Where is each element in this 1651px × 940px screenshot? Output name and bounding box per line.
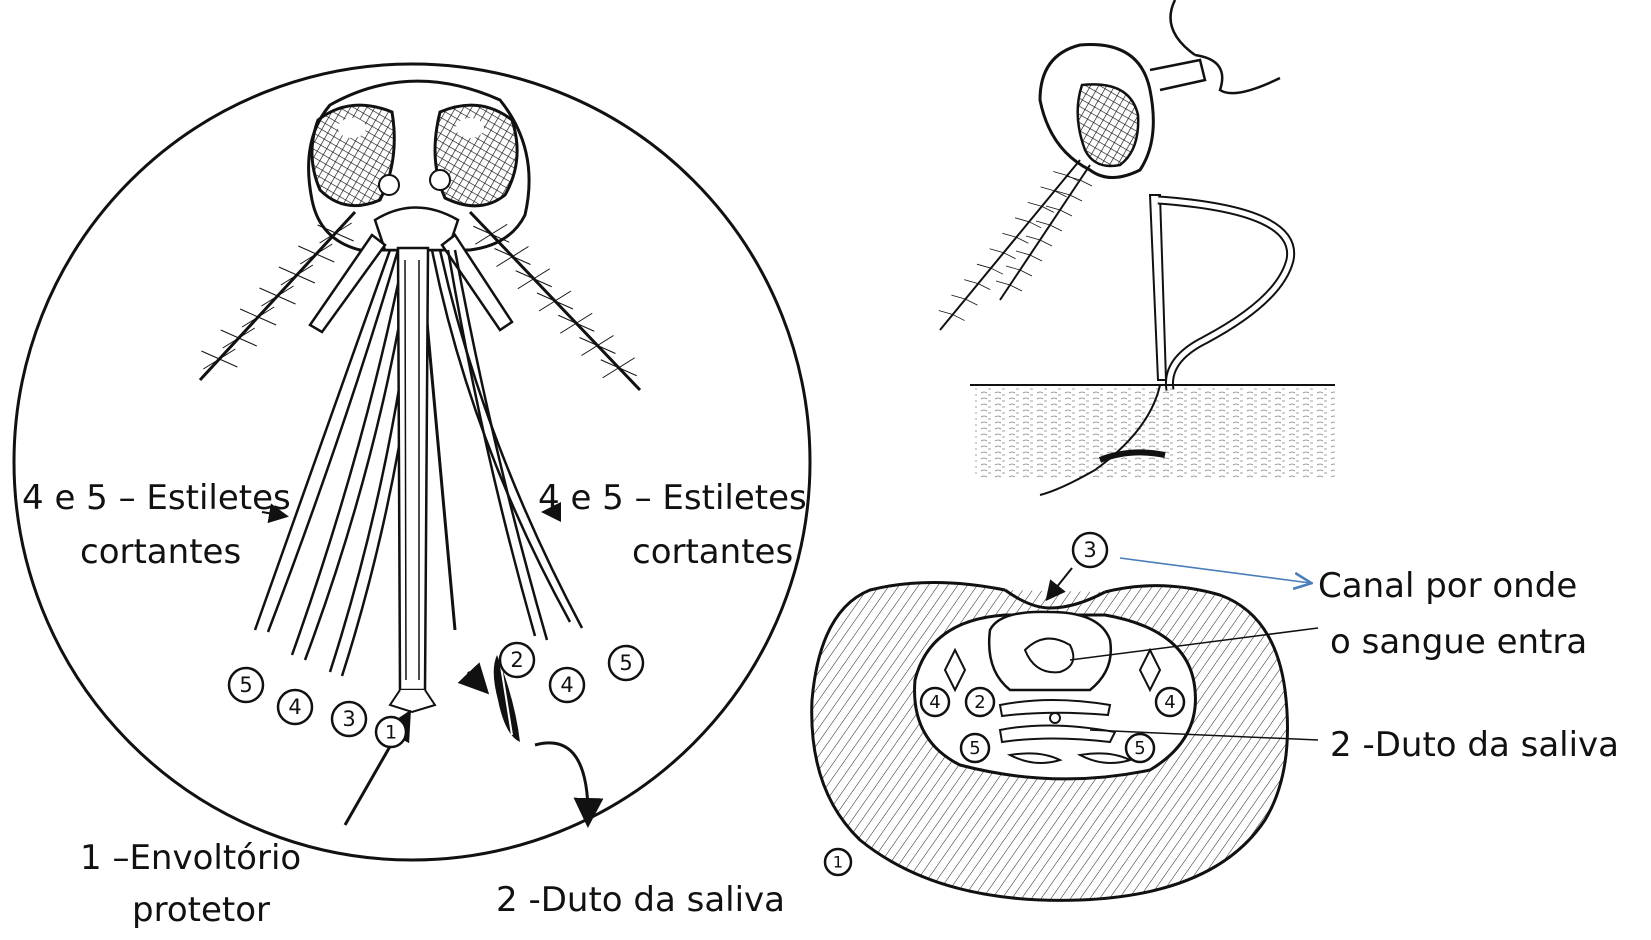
channel-pointer-arrow [1120, 558, 1310, 583]
sheath-label-line2: protetor [132, 890, 270, 930]
channel-label-line1: Canal por onde [1318, 566, 1577, 606]
marker-2-left: 2 [500, 643, 534, 677]
sheath-drawing [398, 248, 428, 690]
saliva-duct-label-right: 2 -Duto da saliva [1330, 725, 1619, 765]
marker-3-left-number: 3 [342, 707, 355, 731]
stylets-label-right-line1: 4 e 5 – Estiletes [538, 478, 807, 518]
marker-3-left: 3 [332, 702, 366, 736]
marker-5-right-outer-number: 5 [619, 651, 632, 675]
saliva-duct-label-bottom: 2 -Duto da saliva [496, 880, 785, 920]
marker-2-section-number: 2 [974, 692, 985, 713]
marker-4-left: 4 [278, 690, 312, 724]
marker-5-right-outer: 5 [609, 646, 643, 680]
stylets-label-left-line2: cortantes [80, 532, 241, 572]
stylets-label-left-line1: 4 e 5 – Estiletes [22, 478, 291, 518]
marker-3-section-number: 3 [1083, 538, 1096, 562]
marker-4-section-left: 4 [921, 688, 949, 716]
marker-5-section-left-number: 5 [969, 738, 980, 759]
marker-1-left: 1 [376, 717, 406, 747]
marker-4-section-right-number: 4 [1164, 692, 1175, 713]
marker-2-left-number: 2 [510, 648, 523, 672]
marker-3-section: 3 [1073, 533, 1107, 567]
stylets-label-right-line2: cortantes [632, 532, 793, 572]
marker-4-section-right: 4 [1156, 688, 1184, 716]
marker-4-left-number: 4 [288, 695, 301, 719]
mosquito-head-figure: 5 4 3 1 2 4 5 [14, 64, 810, 860]
marker-5-section-right: 5 [1126, 734, 1154, 762]
marker-5-section-right-number: 5 [1134, 738, 1145, 759]
marker-4-section-left-number: 4 [929, 692, 940, 713]
channel-label-line2: o sangue entra [1330, 622, 1587, 662]
marker-5-left-outer-number: 5 [239, 673, 252, 697]
marker-1-section-number: 1 [833, 852, 843, 871]
marker-4-right: 4 [550, 668, 584, 702]
marker-1-left-number: 1 [385, 721, 397, 743]
mosquito-biting-figure [939, 0, 1335, 495]
marker-2-section: 2 [966, 688, 994, 716]
marker-4-right-number: 4 [560, 673, 573, 697]
marker-1-section: 1 [825, 849, 851, 875]
marker-5-left-outer: 5 [229, 668, 263, 702]
sheath-label-line1: 1 –Envoltório [80, 838, 301, 878]
marker-5-section-left: 5 [961, 734, 989, 762]
proboscis-cross-section: 3 4 2 4 5 5 1 [812, 533, 1318, 900]
